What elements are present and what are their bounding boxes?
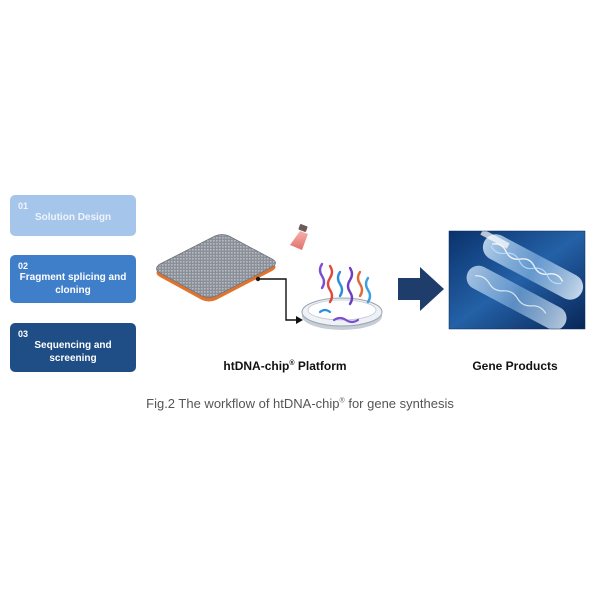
step-number: 01 xyxy=(18,201,29,211)
caption-suffix: for gene synthesis xyxy=(348,396,454,411)
petri-dish-dna-icon xyxy=(301,262,383,330)
step-solution-design: 01 Solution Design xyxy=(10,195,136,236)
step-fragment-splicing: 02 Fragment splicing and cloning xyxy=(10,255,136,303)
step-number: 03 xyxy=(18,329,29,339)
test-tubes-icon xyxy=(448,229,586,331)
step-sequencing-screening: 03 Sequencing and screening xyxy=(10,323,136,372)
gene-products-label: Gene Products xyxy=(472,359,558,373)
platform-name: htDNA-chip xyxy=(223,359,290,373)
caption-prefix: Fig.2 The workflow of htDNA-chip xyxy=(146,396,340,411)
laser-emitter-icon xyxy=(290,224,308,250)
step-label: Fragment splicing and cloning xyxy=(19,272,127,296)
dna-chip-icon xyxy=(156,234,276,302)
step-number: 02 xyxy=(18,261,29,271)
figure-caption: Fig.2 The workflow of htDNA-chip® for ge… xyxy=(0,396,600,411)
platform-registered-mark: ® xyxy=(289,360,295,367)
chip-to-dish-connector xyxy=(258,278,303,324)
caption-registered-mark: ® xyxy=(339,397,345,405)
step-label: Solution Design xyxy=(34,212,112,224)
right-arrow-icon xyxy=(398,267,444,311)
step-label: Sequencing and screening xyxy=(34,340,112,364)
platform-label: htDNA-chip® Platform xyxy=(200,359,370,373)
platform-suffix: Platform xyxy=(297,359,347,373)
